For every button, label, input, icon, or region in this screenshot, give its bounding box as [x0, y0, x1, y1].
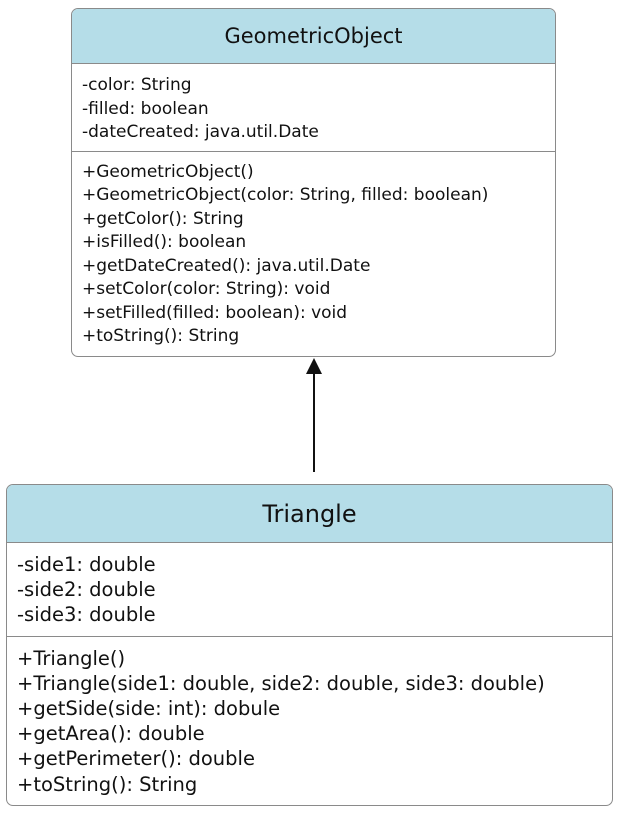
- attribute-side2: -side2: double: [17, 578, 156, 602]
- attribute-side1: -side1: double: [17, 553, 156, 576]
- attribute-date-created: -dateCreated: java.util.Date: [82, 122, 319, 142]
- method-to-string-triangle: +toString(): String: [17, 772, 198, 796]
- method-triangle-constructor-args: +Triangle(side1: double, side2: double, …: [17, 671, 545, 695]
- method-geometric-object-constructor: +GeometricObject(): [82, 161, 254, 182]
- method-get-color: +getColor(): String: [82, 208, 244, 229]
- methods-section-geometric-object: +GeometricObject() +GeometricObject(colo…: [72, 150, 555, 355]
- method-is-filled: +isFilled(): boolean: [82, 232, 247, 252]
- class-name-geometric-object: GeometricObject: [72, 9, 555, 64]
- attributes-section-geometric-object: -color: String -filled: boolean -dateCre…: [72, 64, 555, 151]
- method-get-area: +getArea(): double: [17, 722, 205, 746]
- attribute-color: -color: String: [82, 75, 192, 95]
- method-get-side: +getSide(side: int): dobule: [17, 697, 281, 721]
- attributes-section-triangle: -side1: double -side2: double -side3: do…: [7, 543, 612, 636]
- method-geometric-object-constructor-args: +GeometricObject(color: String, filled: …: [82, 185, 489, 205]
- method-to-string-geometric-object: +toString(): String: [82, 326, 240, 346]
- attribute-side3: -side3: double: [17, 603, 156, 627]
- method-set-filled: +setFilled(filled: boolean): void: [82, 302, 348, 323]
- attribute-filled: -filled: boolean: [82, 98, 209, 119]
- method-triangle-constructor: +Triangle(): [17, 646, 126, 670]
- class-name-triangle: Triangle: [7, 485, 612, 543]
- method-get-perimeter: +getPerimeter(): double: [17, 747, 255, 771]
- method-get-date-created: +getDateCreated(): java.util.Date: [82, 255, 371, 276]
- method-set-color: +setColor(color: String): void: [82, 279, 331, 299]
- class-box-geometric-object: GeometricObject -color: String -filled: …: [71, 8, 556, 357]
- class-box-triangle: Triangle -side1: double -side2: double -…: [6, 484, 613, 806]
- methods-section-triangle: +Triangle() +Triangle(side1: double, sid…: [7, 635, 612, 805]
- inheritance-arrowhead-icon: [306, 358, 322, 374]
